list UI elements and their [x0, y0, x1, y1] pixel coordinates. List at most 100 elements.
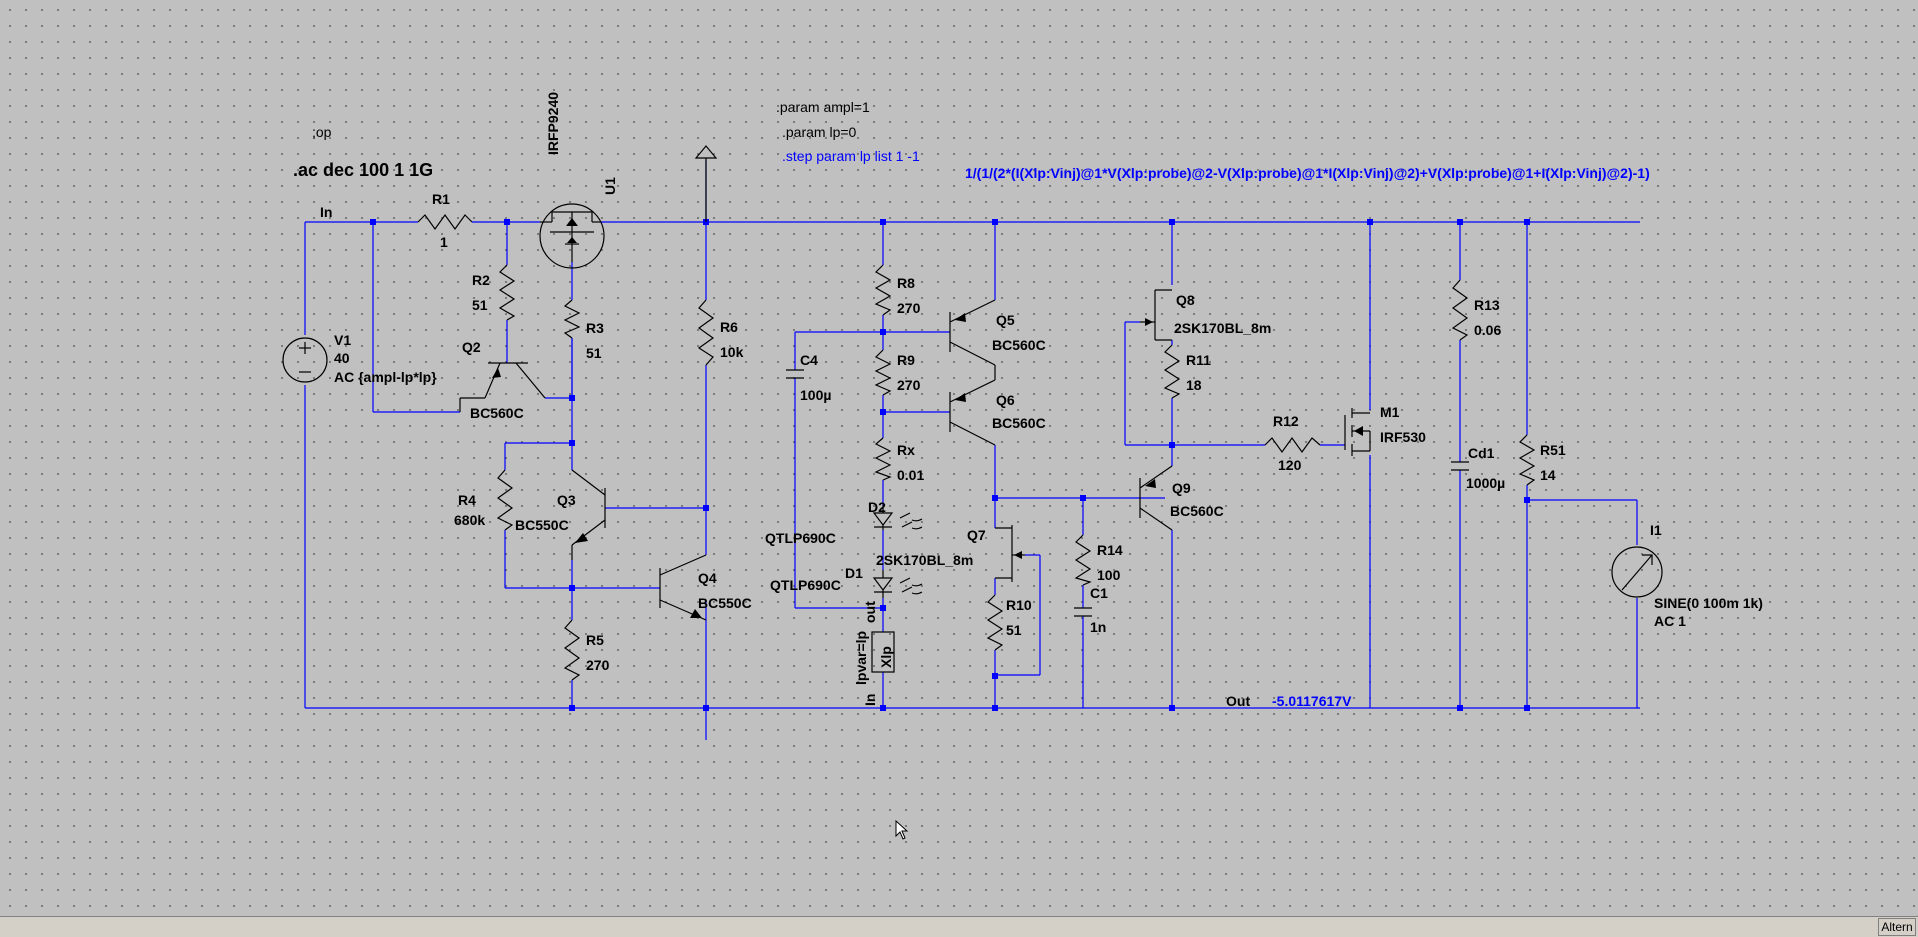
schematic-drawing[interactable]: ;op .ac dec 100 1 1G .param ampl=1 .para…	[0, 0, 1918, 916]
capacitor-c1[interactable]	[1074, 607, 1092, 617]
r8-value: 270	[897, 300, 921, 316]
resistor-r12[interactable]	[1264, 436, 1321, 454]
q4-name: Q4	[698, 570, 717, 586]
xlp-param: lpvar=lp	[853, 631, 869, 685]
q3-name: Q3	[557, 492, 576, 508]
q3-model: BC550C	[515, 517, 569, 533]
resistor-r11[interactable]	[1163, 344, 1181, 399]
c1-name: C1	[1090, 585, 1108, 601]
r9-name: R9	[897, 352, 915, 368]
r8-name: R8	[897, 275, 915, 291]
schematic-canvas[interactable]: ;op .ac dec 100 1 1G .param ampl=1 .para…	[0, 0, 1918, 916]
led-d2[interactable]	[872, 505, 923, 530]
transistor-q5[interactable]	[949, 299, 996, 380]
jfet-q8[interactable]	[1140, 289, 1172, 341]
led-d1[interactable]	[872, 570, 923, 598]
r1-value: 1	[440, 234, 448, 250]
transistor-q2[interactable]	[459, 362, 546, 412]
r5-name: R5	[586, 632, 604, 648]
q7-name: Q7	[967, 527, 986, 543]
r13-value: 0.06	[1474, 322, 1501, 338]
resistor-rx[interactable]	[874, 437, 892, 481]
capacitor-c4[interactable]	[786, 369, 804, 379]
r51-value: 14	[1540, 467, 1556, 483]
probe-arrow-icon[interactable]	[694, 145, 718, 222]
op-directive[interactable]: ;op	[312, 124, 332, 140]
c4-name: C4	[800, 352, 818, 368]
xlp-in-pin: In	[862, 694, 878, 706]
resistor-r10[interactable]	[986, 594, 1004, 651]
resistor-r8[interactable]	[874, 264, 892, 316]
resistor-r1[interactable]	[417, 213, 473, 231]
c1-value: 1n	[1090, 619, 1106, 635]
resistor-r51[interactable]	[1518, 434, 1536, 486]
junctions	[370, 219, 1530, 711]
resistor-r9[interactable]	[874, 349, 892, 396]
d2-name: D2	[868, 499, 886, 515]
r11-name: R11	[1186, 352, 1211, 368]
probe-block-xlp[interactable]	[871, 631, 895, 673]
resistor-r14[interactable]	[1074, 534, 1092, 586]
v1-ac: AC {ampl-lp*lp}	[334, 369, 437, 385]
resistor-r13[interactable]	[1451, 279, 1469, 341]
u1-model: IRFP9240	[545, 92, 561, 155]
resistor-r3[interactable]	[563, 299, 581, 339]
resistor-r5[interactable]	[563, 619, 581, 681]
net-label-out[interactable]: Out	[1226, 693, 1250, 709]
q5-model: BC560C	[992, 337, 1046, 353]
transistor-q3[interactable]	[571, 469, 606, 560]
mosfet-m1[interactable]	[1344, 408, 1371, 456]
step-directive[interactable]: .step param lp list 1 -1	[782, 148, 920, 164]
q6-model: BC560C	[992, 415, 1046, 431]
r12-value: 120	[1278, 457, 1302, 473]
d1-name: D1	[845, 565, 863, 581]
r2-value: 51	[472, 297, 488, 313]
transistor-q9[interactable]	[1139, 465, 1173, 531]
cd1-name: Cd1	[1468, 445, 1495, 461]
voltage-source-v1[interactable]	[282, 337, 328, 383]
r6-value: 10k	[720, 344, 744, 360]
q2-model: BC560C	[470, 405, 524, 421]
status-bar: Altern	[0, 916, 1918, 937]
transistor-q4[interactable]	[659, 554, 707, 621]
q6-name: Q6	[996, 392, 1015, 408]
r3-value: 51	[586, 345, 602, 361]
v1-value: 40	[334, 350, 350, 366]
r12-name: R12	[1273, 413, 1299, 429]
measure-expression[interactable]: 1/(1/(2*(I(Xlp:Vinj)@1*V(Xlp:probe)@2-V(…	[965, 165, 1650, 181]
param-ampl-directive[interactable]: .param ampl=1	[776, 99, 870, 115]
jfet-q7[interactable]	[995, 525, 1025, 582]
current-source-i1[interactable]	[1611, 546, 1663, 598]
q9-name: Q9	[1172, 480, 1191, 496]
wires	[304, 160, 1640, 740]
transistor-q6[interactable]	[949, 379, 996, 446]
resistor-r6[interactable]	[697, 299, 715, 366]
r14-name: R14	[1097, 542, 1123, 558]
q5-name: Q5	[996, 312, 1015, 328]
i1-value: SINE(0 100m 1k)	[1654, 595, 1763, 611]
voltage-readout: -5.0117617V	[1272, 693, 1352, 709]
net-label-in[interactable]: In	[320, 204, 332, 220]
r13-name: R13	[1474, 297, 1500, 313]
r10-name: R10	[1006, 597, 1032, 613]
xlp-name: Xlp	[878, 646, 894, 668]
q8-name: Q8	[1176, 292, 1195, 308]
capacitor-cd1[interactable]	[1451, 461, 1469, 471]
r1-name: R1	[432, 191, 450, 207]
xlp-out-pin: out	[862, 601, 878, 623]
r2-name: R2	[472, 272, 490, 288]
r4-name: R4	[458, 492, 476, 508]
q4-model: BC550C	[698, 595, 752, 611]
m1-model: IRF530	[1380, 429, 1426, 445]
mosfet-u1[interactable]	[539, 203, 605, 269]
param-lp-directive[interactable]: .param lp=0	[782, 124, 857, 140]
cd1-value: 1000µ	[1466, 475, 1505, 491]
resistor-r4[interactable]	[496, 469, 514, 531]
r51-name: R51	[1540, 442, 1566, 458]
rx-name: Rx	[897, 442, 915, 458]
i1-name: I1	[1650, 522, 1662, 538]
q2-name: Q2	[462, 339, 481, 355]
mouse-cursor-icon	[895, 820, 909, 840]
resistor-r2[interactable]	[498, 264, 516, 321]
ac-directive[interactable]: .ac dec 100 1 1G	[293, 160, 433, 180]
